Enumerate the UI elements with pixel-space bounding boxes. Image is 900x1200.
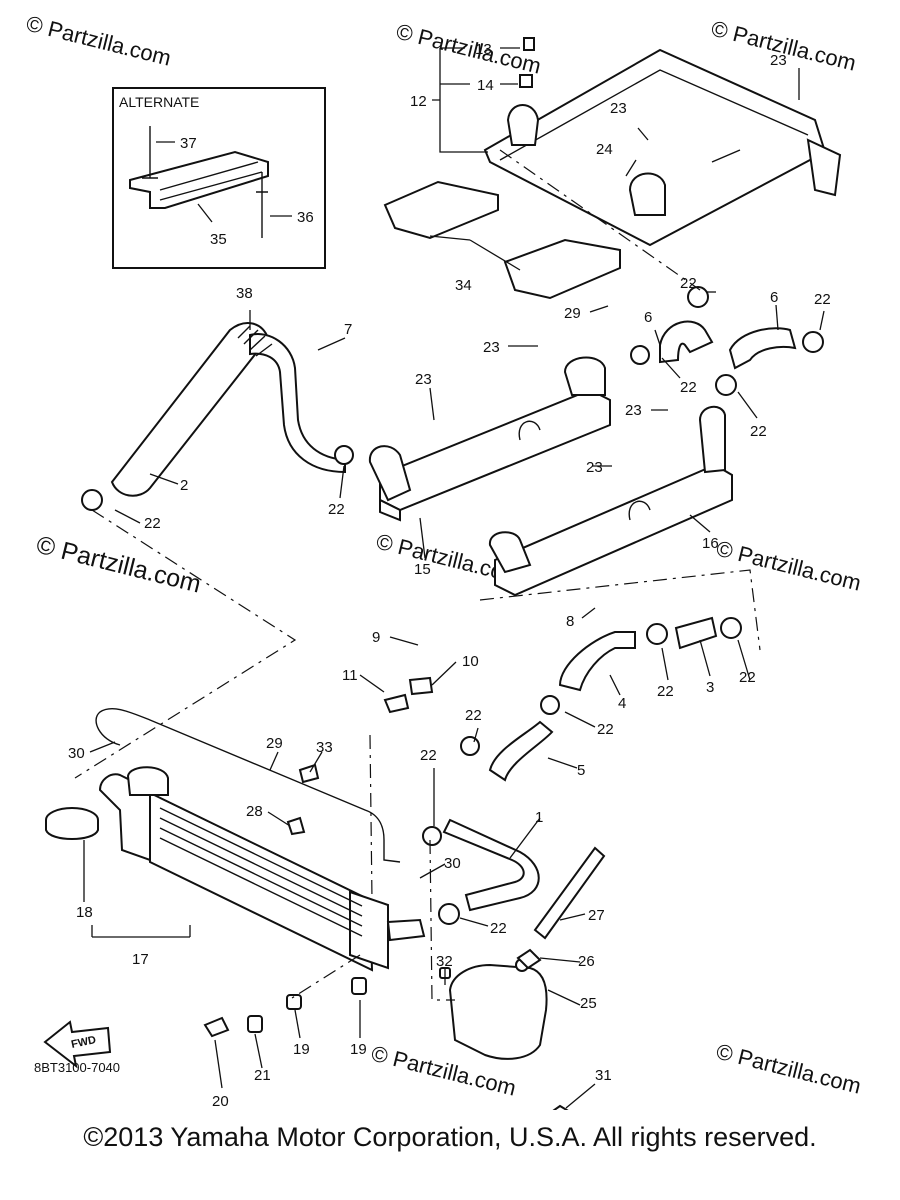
callout-label: 5 bbox=[577, 762, 585, 779]
leader-lines bbox=[83, 47, 825, 1109]
callout-label: 32 bbox=[436, 953, 453, 970]
small-parts bbox=[203, 676, 569, 1110]
watermark-text: © Partzilla.com bbox=[714, 536, 864, 596]
alternate-label: ALTERNATE bbox=[119, 94, 199, 110]
watermark-text: © Partzilla.com bbox=[714, 1039, 864, 1099]
diagram-code: 8BT3100-7040 bbox=[34, 1060, 120, 1075]
radiator-core-15 bbox=[368, 356, 611, 522]
callout-label: 15 bbox=[414, 561, 431, 578]
callout-label: 6 bbox=[644, 309, 652, 326]
callout-label: 9 bbox=[372, 629, 380, 646]
routing-lines bbox=[74, 149, 761, 1001]
callout-label: 10 bbox=[462, 653, 479, 670]
callout-label: 22 bbox=[328, 501, 345, 518]
callout-label: 30 bbox=[68, 745, 85, 762]
callout-label: 6 bbox=[770, 289, 778, 306]
cap-18 bbox=[45, 807, 99, 840]
parts-diagram: © Partzilla.com © Partzilla.com © Partzi… bbox=[24, 11, 864, 1110]
callout-label: 22 bbox=[144, 515, 161, 532]
callout-label: 23 bbox=[415, 371, 432, 388]
callout-label: 25 bbox=[580, 995, 597, 1012]
fwd-arrow-icon: FWD bbox=[43, 1020, 112, 1069]
callout-label: 22 bbox=[490, 920, 507, 937]
callout-label: 11 bbox=[342, 667, 358, 684]
watermark-large: © Partzilla.com bbox=[34, 531, 204, 599]
callout-label: 8 bbox=[566, 613, 574, 630]
callout-label: 1 bbox=[535, 809, 543, 826]
callout-label: 23 bbox=[483, 339, 500, 356]
callout-label: 19 bbox=[350, 1041, 367, 1058]
callout-label: 23 bbox=[770, 52, 787, 69]
hose-30 bbox=[95, 708, 401, 863]
radiator-cover bbox=[483, 37, 842, 247]
callout-label: 36 bbox=[297, 209, 314, 226]
callout-label: 24 bbox=[596, 141, 613, 158]
callout-label: 14 bbox=[477, 77, 494, 94]
hose-1 bbox=[442, 818, 606, 940]
callout-label: 22 bbox=[739, 669, 756, 686]
callout-label: 23 bbox=[625, 402, 642, 419]
callout-label: 22 bbox=[750, 423, 767, 440]
callout-label: 2 bbox=[180, 477, 188, 494]
callout-label: 29 bbox=[564, 305, 581, 322]
callout-label: 22 bbox=[465, 707, 482, 724]
fwd-label: FWD bbox=[70, 1034, 97, 1051]
callout-label: 4 bbox=[618, 695, 626, 712]
callout-label: 35 bbox=[210, 231, 227, 248]
callout-label: 22 bbox=[420, 747, 437, 764]
hose-38 bbox=[110, 322, 346, 497]
callout-label: 28 bbox=[246, 803, 263, 820]
copyright-notice: ©2013 Yamaha Motor Corporation, U.S.A. A… bbox=[83, 1122, 817, 1152]
callout-label: 23 bbox=[610, 100, 627, 117]
radiator-17 bbox=[98, 766, 426, 972]
callout-label: 18 bbox=[76, 904, 93, 921]
callout-label: 7 bbox=[344, 321, 352, 338]
callout-label: 26 bbox=[578, 953, 595, 970]
callout-label: 22 bbox=[597, 721, 614, 738]
callout-label: 19 bbox=[293, 1041, 310, 1058]
callout-label: 13 bbox=[475, 41, 492, 58]
callout-label: 22 bbox=[680, 275, 697, 292]
callout-label: 20 bbox=[212, 1093, 229, 1110]
callout-label: 22 bbox=[657, 683, 674, 700]
watermark-text: © Partzilla.com bbox=[24, 11, 174, 71]
callout-label: 30 bbox=[444, 855, 461, 872]
callout-label: 17 bbox=[132, 951, 149, 968]
watermark-text: © Partzilla.com bbox=[394, 19, 544, 79]
callout-label: 34 bbox=[455, 277, 472, 294]
callout-label: 16 bbox=[702, 535, 719, 552]
callout-label: 38 bbox=[236, 285, 253, 302]
radiator-core-16 bbox=[488, 405, 733, 597]
fitting-4 bbox=[488, 616, 718, 782]
callout-label: 23 bbox=[586, 459, 603, 476]
callout-label: 33 bbox=[316, 739, 333, 756]
plate-34 bbox=[383, 180, 621, 300]
callout-label: 12 bbox=[410, 93, 427, 110]
hose-6 bbox=[659, 320, 797, 370]
callout-label: 27 bbox=[588, 907, 605, 924]
callout-label: 29 bbox=[266, 735, 283, 752]
callout-label: 31 bbox=[595, 1067, 612, 1084]
alternate-box: ALTERNATE bbox=[112, 87, 326, 269]
callout-label: 22 bbox=[814, 291, 831, 308]
callout-label: 37 bbox=[180, 135, 197, 152]
callout-label: 21 bbox=[254, 1067, 271, 1084]
clamp-22 bbox=[81, 286, 824, 925]
callout-label: 3 bbox=[706, 679, 714, 696]
reservoir-25 bbox=[448, 958, 548, 1060]
callout-label: 22 bbox=[680, 379, 697, 396]
callout-labels: 13 14 12 23 23 24 37 36 35 34 29 22 38 7… bbox=[68, 41, 831, 1110]
